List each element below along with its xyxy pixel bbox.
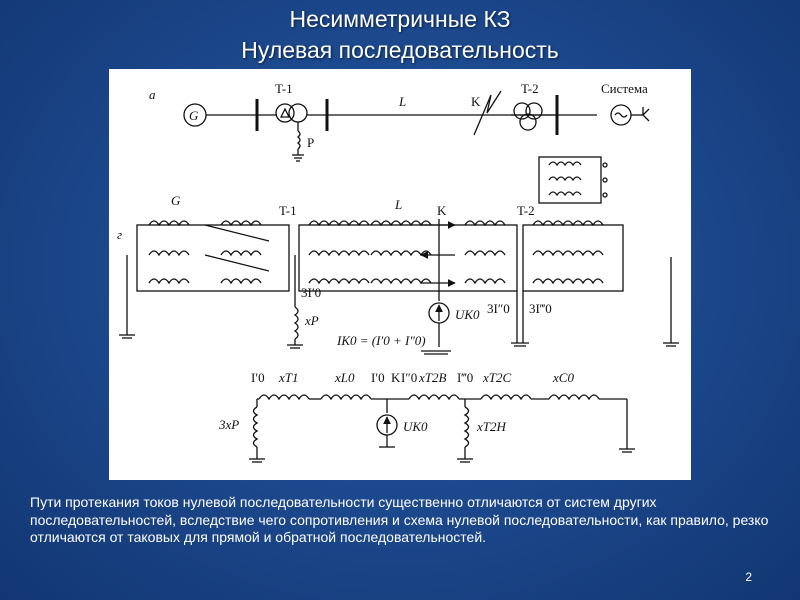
eq-x-t1: xT1 [278,370,299,385]
panel-a-tag: a [149,87,156,102]
one-line-diagram: a G T-1 P L K T-2 Сист [149,81,650,204]
eq-k: K [391,370,401,385]
current-3i0-double-prime: 3I″0 [487,301,510,316]
eq-3xp: 3xP [218,417,239,432]
fault-symbol [473,90,502,136]
grounding-label: P [307,135,314,150]
t2-label: T-2 [521,81,539,96]
fault-label: K [471,94,481,109]
fault-current-formula: IK0 = (I′0 + I″0) [336,333,426,348]
equivalent-circuit: I′0 xT1 xL0 I′0 K I″0 xT2B I‴0 xT2C xC0 … [218,370,635,463]
panel-g-tag: г [117,227,122,242]
eq-x-l0: xL0 [334,370,355,385]
t1-block [136,224,290,292]
eq-source-label: UK0 [403,419,428,434]
generator-label: G [189,108,199,123]
circuit-diagram: a G T-1 P L K T-2 Сист [109,69,691,480]
eq-i0-triple-prime: I‴0 [457,370,473,385]
t2-block [522,224,624,292]
t2-winding-c [519,113,537,131]
t2-winding-a [513,102,531,120]
t1-3ph-label: T-1 [279,203,297,218]
eq-i0-double-prime: I″0 [401,370,417,385]
fault-3ph-label: K [437,203,447,218]
t2-3ph-label: T-2 [517,203,535,218]
eq-i0-prime: I′0 [371,370,385,385]
reactor-x-label: xP [304,313,319,328]
eq-x-t2h: xT2H [476,419,507,434]
t1-winding-a [275,103,295,123]
t2-winding-b [525,102,543,120]
fault-source-label: UK0 [455,307,480,322]
line-label: L [398,94,406,109]
current-3i0-prime: 3I′0 [301,285,321,300]
line-3ph-label: L [394,197,402,212]
eq-x-t2b: xT2B [418,370,447,385]
circuit-diagram-svg: a G T-1 P L K T-2 Сист [117,81,679,463]
gen-label: G [171,193,181,208]
line-block [298,224,518,292]
t2-winding-detail [538,156,602,204]
t1-label: T-1 [275,81,293,96]
title-line-2: Нулевая последовательность [241,37,559,63]
slide-caption: Пути протекания токов нулевой последоват… [30,494,769,545]
page-number: 2 [745,570,752,584]
title-line-1: Несимметричные КЗ [289,6,511,32]
current-3i0-triple-prime: 3I‴0 [529,301,552,316]
three-phase-diagram: г G T-1 L K T-2 3I′0 xP [117,193,679,355]
eq-x-t2c: xT2C [482,370,512,385]
eq-x-c0: xC0 [552,370,574,385]
system-label: Система [601,81,648,96]
eq-i0-prime-left: I′0 [251,370,265,385]
slide-title: Несимметричные КЗ Нулевая последовательн… [0,4,800,66]
t1-winding-b [288,103,308,123]
